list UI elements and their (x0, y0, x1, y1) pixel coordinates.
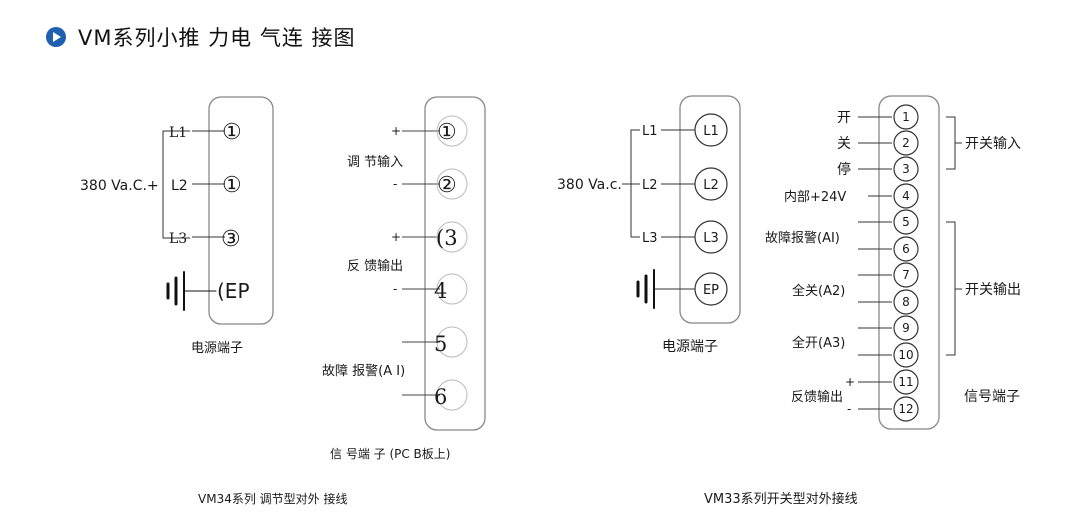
right-group-switch-input: 开关输入 (965, 136, 1021, 152)
right-bracket-switch-input (946, 116, 956, 170)
left-sign-plus-1: + (391, 124, 401, 138)
left-group-feedback-output: 反 馈输出 (347, 258, 403, 274)
right-power-box (679, 95, 741, 324)
left-sign-plus-2: + (391, 230, 401, 244)
right-terminal-number-10: 10 (898, 348, 913, 362)
left-power-terminal-2: ① (222, 173, 242, 198)
right-label-feedback-output: 反馈输出 (791, 389, 843, 405)
right-signal-wires (858, 116, 892, 410)
left-signal-terminal-1: ① (437, 120, 457, 145)
diagram-title: VM系列小推 力电 气连 接图 (46, 22, 356, 52)
left-signal-terminal-4: 4 (434, 279, 447, 303)
right-terminal-number-7: 7 (902, 268, 910, 282)
right-signal-box (878, 95, 940, 430)
right-signal-terminal-1 (893, 104, 919, 130)
left-signal-terminal-3: (3 (436, 226, 458, 250)
left-voltage-label: 380 Va.C.+ (80, 178, 159, 194)
right-group-switch-output: 开关输出 (965, 282, 1021, 298)
right-sign-plus: + (845, 375, 855, 389)
left-ground-icon (166, 271, 217, 311)
right-power-caption: 电源端子 (662, 339, 718, 355)
right-label-fault-alarm: 故障报警(AI) (765, 230, 840, 246)
left-signal-ring-5 (436, 326, 468, 358)
play-bullet-icon (46, 27, 66, 47)
left-signal-box (424, 96, 486, 431)
right-terminal-number-6: 6 (902, 242, 910, 256)
right-signal-terminal-7 (893, 262, 919, 288)
left-phase-bracket (162, 130, 190, 239)
left-signal-ring-6 (436, 379, 468, 411)
right-power-terminal-label-1: L1 (703, 124, 719, 139)
right-power-terminal-l2 (694, 167, 728, 201)
right-terminal-number-3: 3 (902, 162, 910, 176)
right-power-terminal-l3 (694, 220, 728, 254)
left-signal-caption: 信 号端 子 (PC B板上) (330, 447, 450, 461)
right-phase-l1: L1 (642, 124, 658, 139)
right-terminal-number-8: 8 (902, 295, 910, 309)
right-signal-terminal-11 (893, 369, 919, 395)
left-power-terminal-3: ③ (221, 227, 241, 252)
right-terminal-number-1: 1 (902, 110, 910, 124)
right-power-terminal-label-3: L3 (703, 231, 719, 246)
left-footer: VM34系列 调节型对外 接线 (198, 491, 347, 506)
right-signal-terminal-4 (893, 183, 919, 209)
right-terminal-number-4: 4 (902, 189, 910, 203)
left-phase-l3: L3 (169, 231, 187, 247)
right-signal-terminal-9 (893, 315, 919, 341)
left-phase-l2: L2 (171, 178, 188, 194)
right-label-close: 关 (837, 136, 851, 152)
right-terminal-number-2: 2 (902, 136, 910, 150)
right-bracket-switch-output (946, 221, 956, 356)
right-signal-terminal-8 (893, 289, 919, 315)
right-terminal-number-11: 11 (898, 375, 913, 389)
left-signal-terminal-6: 6 (434, 385, 447, 409)
right-label-full-open: 全开(A3) (792, 335, 845, 351)
right-label-stop: 停 (837, 161, 851, 178)
right-signal-terminal-5 (893, 209, 919, 235)
left-signal-terminal-5: 5 (434, 332, 447, 356)
left-power-terminal-ep: (EP (217, 279, 250, 303)
right-power-terminal-label-ep: EP (703, 283, 719, 298)
left-sign-minus-2: - (393, 282, 397, 296)
right-footer: VM33系列开关型对外接线 (704, 491, 858, 507)
right-phase-l3: L3 (642, 231, 658, 246)
left-group-adjust-input: 调 节输入 (347, 154, 403, 170)
right-power-terminal-ep (694, 272, 728, 306)
left-power-caption: 电源端子 (191, 341, 243, 356)
left-signal-ring-1 (436, 115, 468, 147)
left-signal-ring-4 (436, 273, 468, 305)
right-signal-terminal-10 (893, 342, 919, 368)
right-signal-terminal-3 (893, 156, 919, 182)
right-phase-l2: L2 (642, 178, 658, 193)
left-signal-terminal-2: ② (437, 173, 457, 198)
right-terminal-number-9: 9 (902, 321, 910, 335)
left-signal-ring-2 (436, 168, 468, 200)
right-ground-icon (636, 269, 655, 309)
right-signal-terminal-2 (893, 130, 919, 156)
title-text: VM系列小推 力电 气连 接图 (78, 26, 356, 50)
left-phase-l1: L1 (169, 125, 187, 141)
left-power-box (208, 96, 274, 325)
right-terminal-number-12: 12 (898, 402, 913, 416)
left-signal-ring-3 (436, 221, 468, 253)
right-power-terminal-label-2: L2 (703, 178, 719, 193)
left-sign-minus-1: - (393, 177, 397, 191)
right-label-open: 开 (837, 110, 851, 126)
right-label-full-close: 全关(A2) (792, 283, 845, 299)
right-signal-terminal-6 (893, 236, 919, 262)
left-power-terminal-1: ① (222, 120, 242, 145)
right-power-terminal-l1 (694, 113, 728, 147)
right-label-internal-24v: 内部+24V (784, 189, 846, 205)
right-terminal-number-5: 5 (902, 215, 910, 229)
right-voltage-label: 380 Va.c. (557, 177, 622, 193)
left-signal-wires (402, 130, 440, 396)
right-signal-terminal-12 (893, 396, 919, 422)
left-group-fault-alarm: 故障 报警(A I) (322, 363, 405, 379)
right-signal-caption: 信号端子 (964, 389, 1020, 405)
right-sign-minus: - (847, 402, 851, 416)
